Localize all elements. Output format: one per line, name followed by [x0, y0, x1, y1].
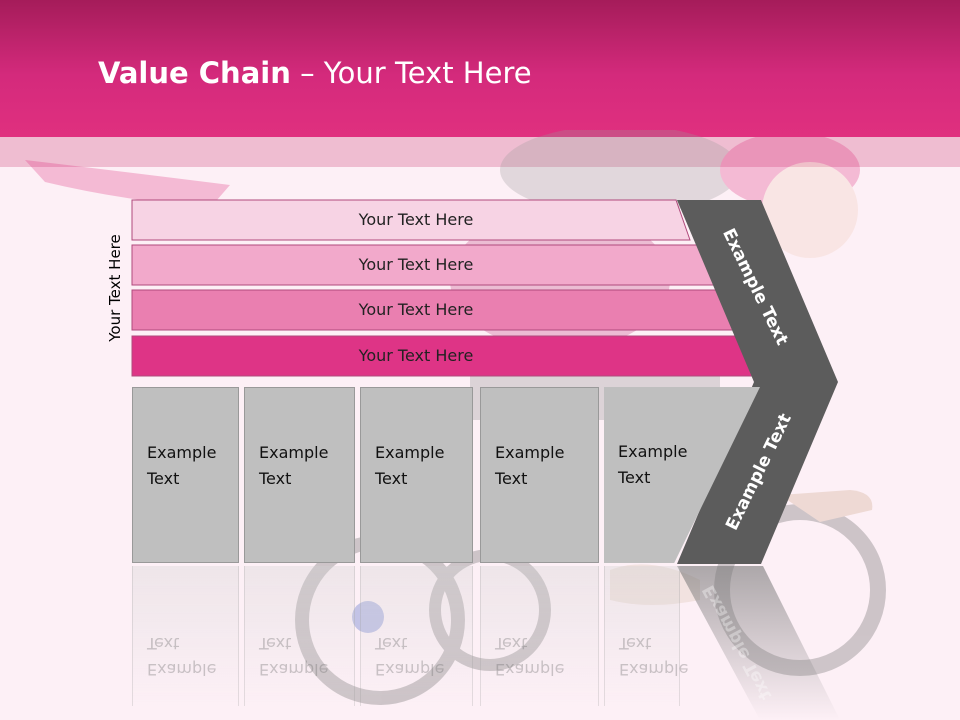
chain-box-reflection-5: Example Text	[604, 566, 688, 706]
chain-box-reflection-label-1: Example Text	[147, 634, 217, 679]
chain-box-reflection-label-4: Example Text	[495, 634, 565, 679]
chain-box-reflection-4: Example Text	[480, 566, 599, 706]
slide-title: Value Chain – Your Text Here	[98, 56, 532, 90]
layer-bar-label-4: Your Text Here	[358, 346, 474, 365]
chain-box-reflection-label-5: Example Text	[619, 634, 689, 679]
layer-bar-label-3: Your Text Here	[358, 300, 474, 319]
chevron-reflection	[677, 566, 840, 720]
chain-box-1: Example Text	[132, 387, 239, 563]
chain-box-label-2: Example Text	[259, 443, 329, 488]
chevron-arrow	[677, 200, 838, 564]
chain-box-3: Example Text	[360, 387, 473, 563]
chain-box-label-4: Example Text	[495, 443, 565, 488]
chain-box-4: Example Text	[480, 387, 599, 563]
chain-box-reflection-3: Example Text	[360, 566, 473, 706]
title-bold: Value Chain	[98, 56, 291, 90]
chain-box-2: Example Text	[244, 387, 355, 563]
layer-bar-label-2: Your Text Here	[358, 255, 474, 274]
layer-bar-1	[131, 199, 691, 241]
chain-box-label-3: Example Text	[375, 443, 445, 488]
chain-box-reflection-2: Example Text	[244, 566, 355, 706]
chain-box-reflection-1: Example Text	[132, 566, 239, 706]
chain-box-reflection-label-2: Example Text	[259, 634, 329, 679]
chain-box-label-5: Example Text	[618, 442, 688, 487]
chain-box-label-1: Example Text	[147, 443, 217, 488]
header-banner	[0, 0, 960, 137]
title-rest: – Your Text Here	[290, 56, 532, 90]
layer-bar-label-1: Your Text Here	[358, 210, 474, 229]
chain-box-reflection-label-3: Example Text	[375, 634, 445, 679]
header-band	[0, 137, 960, 167]
